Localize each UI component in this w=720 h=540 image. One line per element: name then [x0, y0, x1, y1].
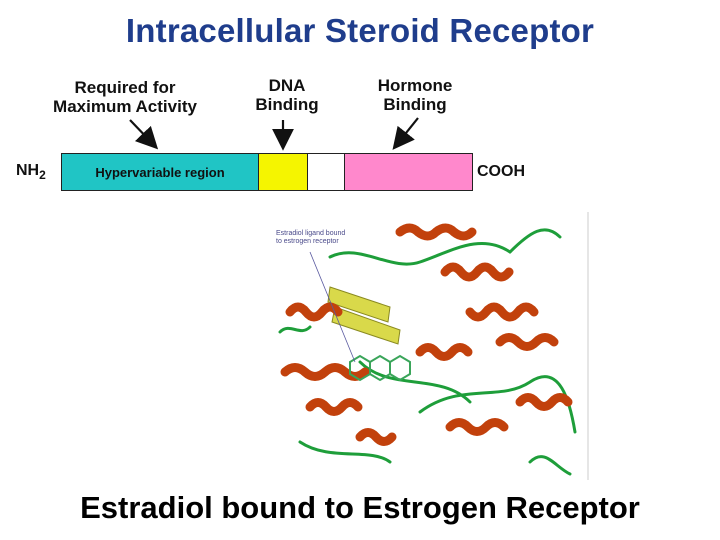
protein-structure-image: [278, 212, 589, 480]
callout-dna-line1: DNA: [268, 76, 306, 95]
segment-dna-binding: [259, 154, 308, 190]
arrow-max-activity: [129, 119, 159, 150]
callout-max-activity: Required for Maximum Activity: [30, 78, 220, 116]
segment-hinge: [308, 154, 345, 190]
callout-dna-binding: DNA Binding: [242, 76, 332, 114]
slide-caption: Estradiol bound to Estrogen Receptor: [80, 490, 640, 525]
arrow-hormone-binding: [392, 117, 419, 150]
callout-dna-line2: Binding: [255, 95, 319, 114]
n-terminus-label: NH2: [16, 162, 46, 182]
segment-hormone-binding: [345, 154, 472, 190]
callout-hormone-line2: Binding: [383, 95, 447, 114]
segment-hypervariable-region: Hypervariable region: [62, 154, 259, 190]
ligand-annotation-line1: Estradiol ligand bound: [276, 230, 346, 237]
callout-hormone-binding: Hormone Binding: [355, 76, 475, 114]
callout-arrows: [129, 117, 419, 151]
ligand-annotation: Estradiol ligand bound to estrogen recep…: [276, 230, 376, 246]
receptor-domain-bar: Hypervariable region: [61, 153, 473, 191]
ligand-annotation-line2: to estrogen receptor: [276, 238, 339, 245]
estradiol-ligand: [349, 354, 411, 382]
callout-hormone-line1: Hormone: [377, 76, 453, 95]
callout-max-activity-line1: Required for: [74, 78, 176, 97]
c-terminus-label: COOH: [477, 163, 525, 180]
alpha-helices: [280, 223, 573, 446]
beta-sheet: [327, 286, 401, 345]
ligand-pointer-line: [309, 251, 356, 363]
callout-max-activity-line2: Maximum Activity: [53, 97, 197, 116]
slide-title: Intracellular Steroid Receptor: [125, 12, 595, 49]
